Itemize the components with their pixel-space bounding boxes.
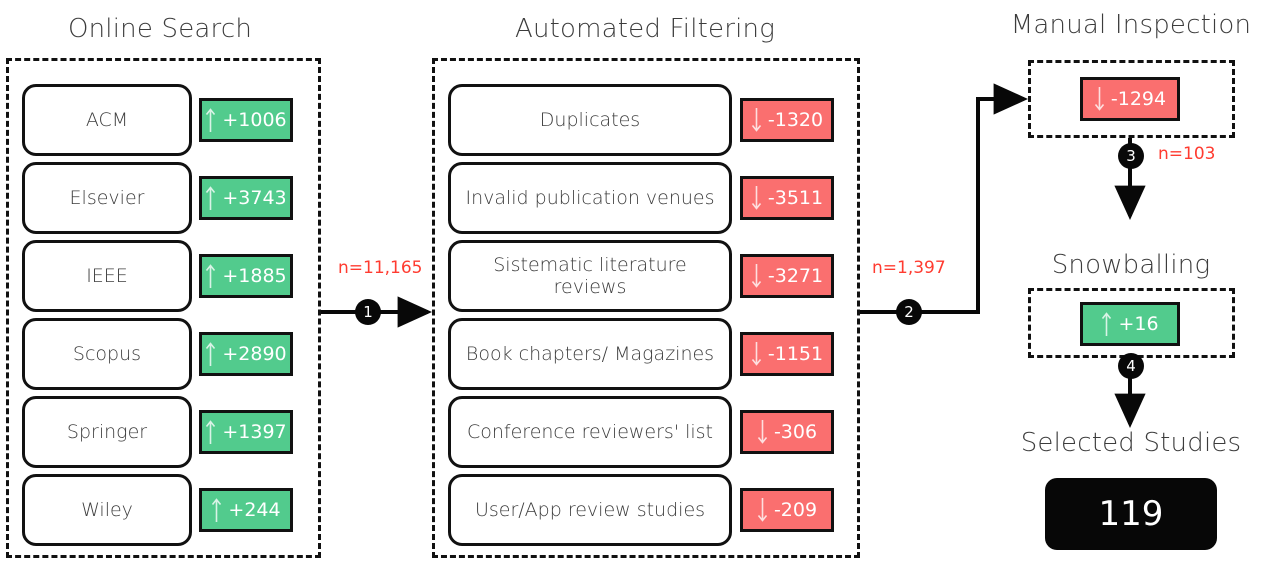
- arrow-down-icon: [757, 419, 768, 445]
- arrow-up-icon: [205, 341, 216, 367]
- arrow-down-icon: [751, 185, 762, 211]
- arrow-up-icon: [1101, 311, 1112, 337]
- source-box-scopus[interactable]: Scopus: [22, 318, 192, 390]
- count-value: +1397: [222, 421, 287, 443]
- group-manual-inspection: [1028, 60, 1235, 138]
- step-marker-4: 4: [1118, 353, 1144, 379]
- count-badge-book-chapters: -1151: [740, 332, 834, 376]
- count-value: -1320: [767, 109, 824, 131]
- annotation-n-after-filter: n=1,397: [872, 258, 946, 278]
- source-box-springer[interactable]: Springer: [22, 396, 192, 468]
- selected-studies-count-box: 119: [1045, 478, 1217, 550]
- count-value: -1294: [1110, 88, 1167, 110]
- arrow-down-icon: [751, 341, 762, 367]
- count-badge-snowballing: +16: [1080, 302, 1180, 346]
- source-box-acm[interactable]: ACM: [22, 84, 192, 156]
- arrow-up-icon: [205, 263, 216, 289]
- source-box-ieee[interactable]: IEEE: [22, 240, 192, 312]
- section-title-automated-filtering: Automated Filtering: [514, 14, 776, 44]
- arrow-up-icon: [205, 419, 216, 445]
- arrow-down-icon: [1094, 86, 1105, 112]
- source-box-wiley[interactable]: Wiley: [22, 474, 192, 546]
- section-title-selected-studies: Selected Studies: [1020, 428, 1242, 458]
- count-value: -306: [773, 421, 818, 443]
- count-value: -209: [773, 499, 818, 521]
- filter-box-book-chapters[interactable]: Book chapters/ Magazines: [448, 318, 732, 390]
- arrow-down-icon: [757, 497, 768, 523]
- count-value: -3271: [767, 265, 824, 287]
- step-marker-2: 2: [896, 299, 922, 325]
- group-online-search: [6, 58, 321, 558]
- count-badge-conference-list: -306: [740, 410, 834, 454]
- count-value: +244: [228, 499, 281, 521]
- count-badge-wiley: +244: [199, 488, 293, 532]
- annotation-n-after-search: n=11,165: [338, 258, 423, 278]
- count-badge-elsevier: +3743: [199, 176, 293, 220]
- group-automated-filtering: [432, 58, 860, 558]
- source-box-elsevier[interactable]: Elsevier: [22, 162, 192, 234]
- count-value: +3743: [222, 187, 287, 209]
- filter-box-user-app-reviews[interactable]: User/App review studies: [448, 474, 732, 546]
- section-title-manual-inspection: Manual Inspection: [1010, 10, 1252, 40]
- step-marker-1: 1: [355, 299, 381, 325]
- section-title-snowballing: Snowballing: [1051, 250, 1211, 280]
- annotation-n-after-manual: n=103: [1158, 144, 1216, 164]
- count-value: +1885: [222, 265, 287, 287]
- section-title-online-search: Online Search: [67, 14, 253, 44]
- count-badge-user-app-reviews: -209: [740, 488, 834, 532]
- count-badge-manual-inspection: -1294: [1080, 77, 1180, 121]
- count-value: +16: [1118, 313, 1159, 335]
- count-badge-invalid-venues: -3511: [740, 176, 834, 220]
- filter-box-invalid-venues[interactable]: Invalid publication venues: [448, 162, 732, 234]
- arrow-up-icon: [205, 185, 216, 211]
- count-badge-duplicates: -1320: [740, 98, 834, 142]
- step-marker-3: 3: [1118, 143, 1144, 169]
- count-badge-ieee: +1885: [199, 254, 293, 298]
- count-badge-acm: +1006: [199, 98, 293, 142]
- count-badge-springer: +1397: [199, 410, 293, 454]
- arrow-up-icon: [211, 497, 222, 523]
- arrow-down-icon: [751, 263, 762, 289]
- count-badge-literature-reviews: -3271: [740, 254, 834, 298]
- arrow-up-icon: [205, 107, 216, 133]
- filter-box-conference-list[interactable]: Conference reviewers' list: [448, 396, 732, 468]
- arrow-down-icon: [751, 107, 762, 133]
- filter-box-literature-reviews[interactable]: Sistematic literature reviews: [448, 240, 732, 312]
- count-value: -3511: [767, 187, 824, 209]
- count-value: +2890: [222, 343, 287, 365]
- count-badge-scopus: +2890: [199, 332, 293, 376]
- count-value: -1151: [767, 343, 824, 365]
- filter-box-duplicates[interactable]: Duplicates: [448, 84, 732, 156]
- count-value: +1006: [222, 109, 287, 131]
